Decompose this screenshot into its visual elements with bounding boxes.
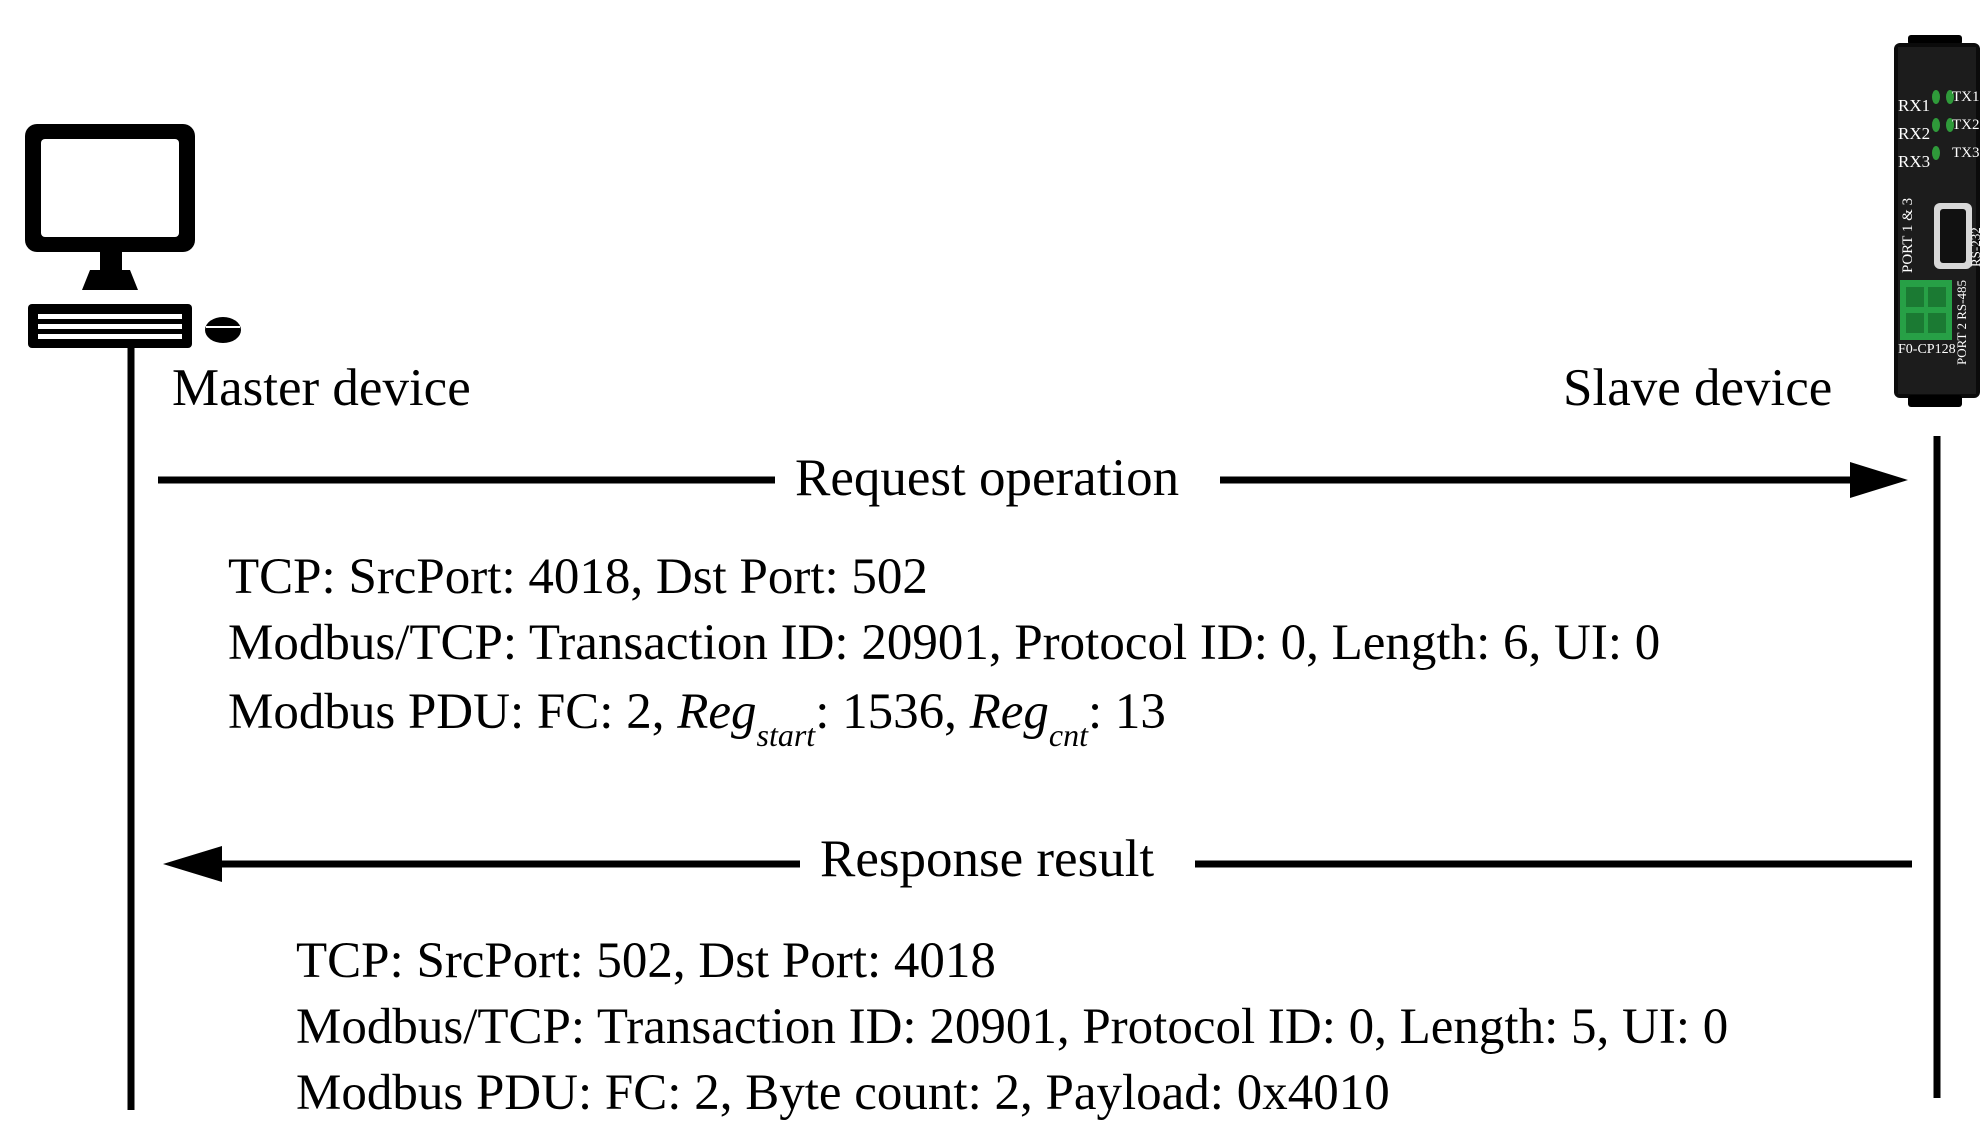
reg-start-subscript: start [756, 717, 816, 753]
response-pdu-line: Modbus PDU: FC: 2, Byte count: 2, Payloa… [296, 1065, 1390, 1121]
master-device-label: Master device [172, 359, 471, 417]
reg-start-symbol: Reg [677, 684, 757, 740]
rs232-label: RS-232 [1968, 227, 1982, 267]
request-operation-label: Request operation [795, 449, 1180, 507]
rx2-label: RX2 [1898, 124, 1930, 143]
tx3-label: TX3 [1952, 145, 1980, 161]
reg-start-value: : 1536, [815, 684, 970, 740]
request-tcp-line: TCP: SrcPort: 4018, Dst Port: 502 [228, 549, 928, 605]
request-pdu-line: Modbus PDU: FC: 2, Regstart: 1536, Regcn… [228, 684, 1166, 752]
port13-label: PORT 1 & 3 [1900, 198, 1916, 273]
rx1-label: RX1 [1898, 96, 1930, 115]
response-tcp-line: TCP: SrcPort: 502, Dst Port: 4018 [296, 933, 996, 989]
slave-device-label: Slave device [1563, 359, 1833, 417]
reg-cnt-subscript: cnt [1048, 717, 1088, 753]
response-modbus-tcp-line: Modbus/TCP: Transaction ID: 20901, Proto… [296, 999, 1729, 1055]
response-result-label: Response result [820, 830, 1155, 888]
request-modbus-tcp-line: Modbus/TCP: Transaction ID: 20901, Proto… [228, 615, 1661, 671]
rx3-label: RX3 [1898, 152, 1930, 171]
plc-module-icon: RX1 RX2 RX3 TX1 TX2 TX3 PORT 1 & 3 RS-23… [1894, 35, 1982, 407]
request-pdu-prefix: Modbus PDU: FC: 2, [228, 684, 678, 740]
reg-cnt-value: : 13 [1088, 684, 1166, 740]
reg-cnt-symbol: Reg [969, 684, 1049, 740]
model-label: F0-CP128 [1898, 342, 1956, 357]
response-arrowhead [163, 846, 222, 882]
tx1-label: TX1 [1952, 89, 1980, 105]
request-arrowhead [1850, 462, 1908, 498]
port2-label: PORT 2 RS-485 [1954, 280, 1969, 365]
desktop-computer-icon [25, 124, 241, 348]
tx2-label: TX2 [1952, 117, 1980, 133]
